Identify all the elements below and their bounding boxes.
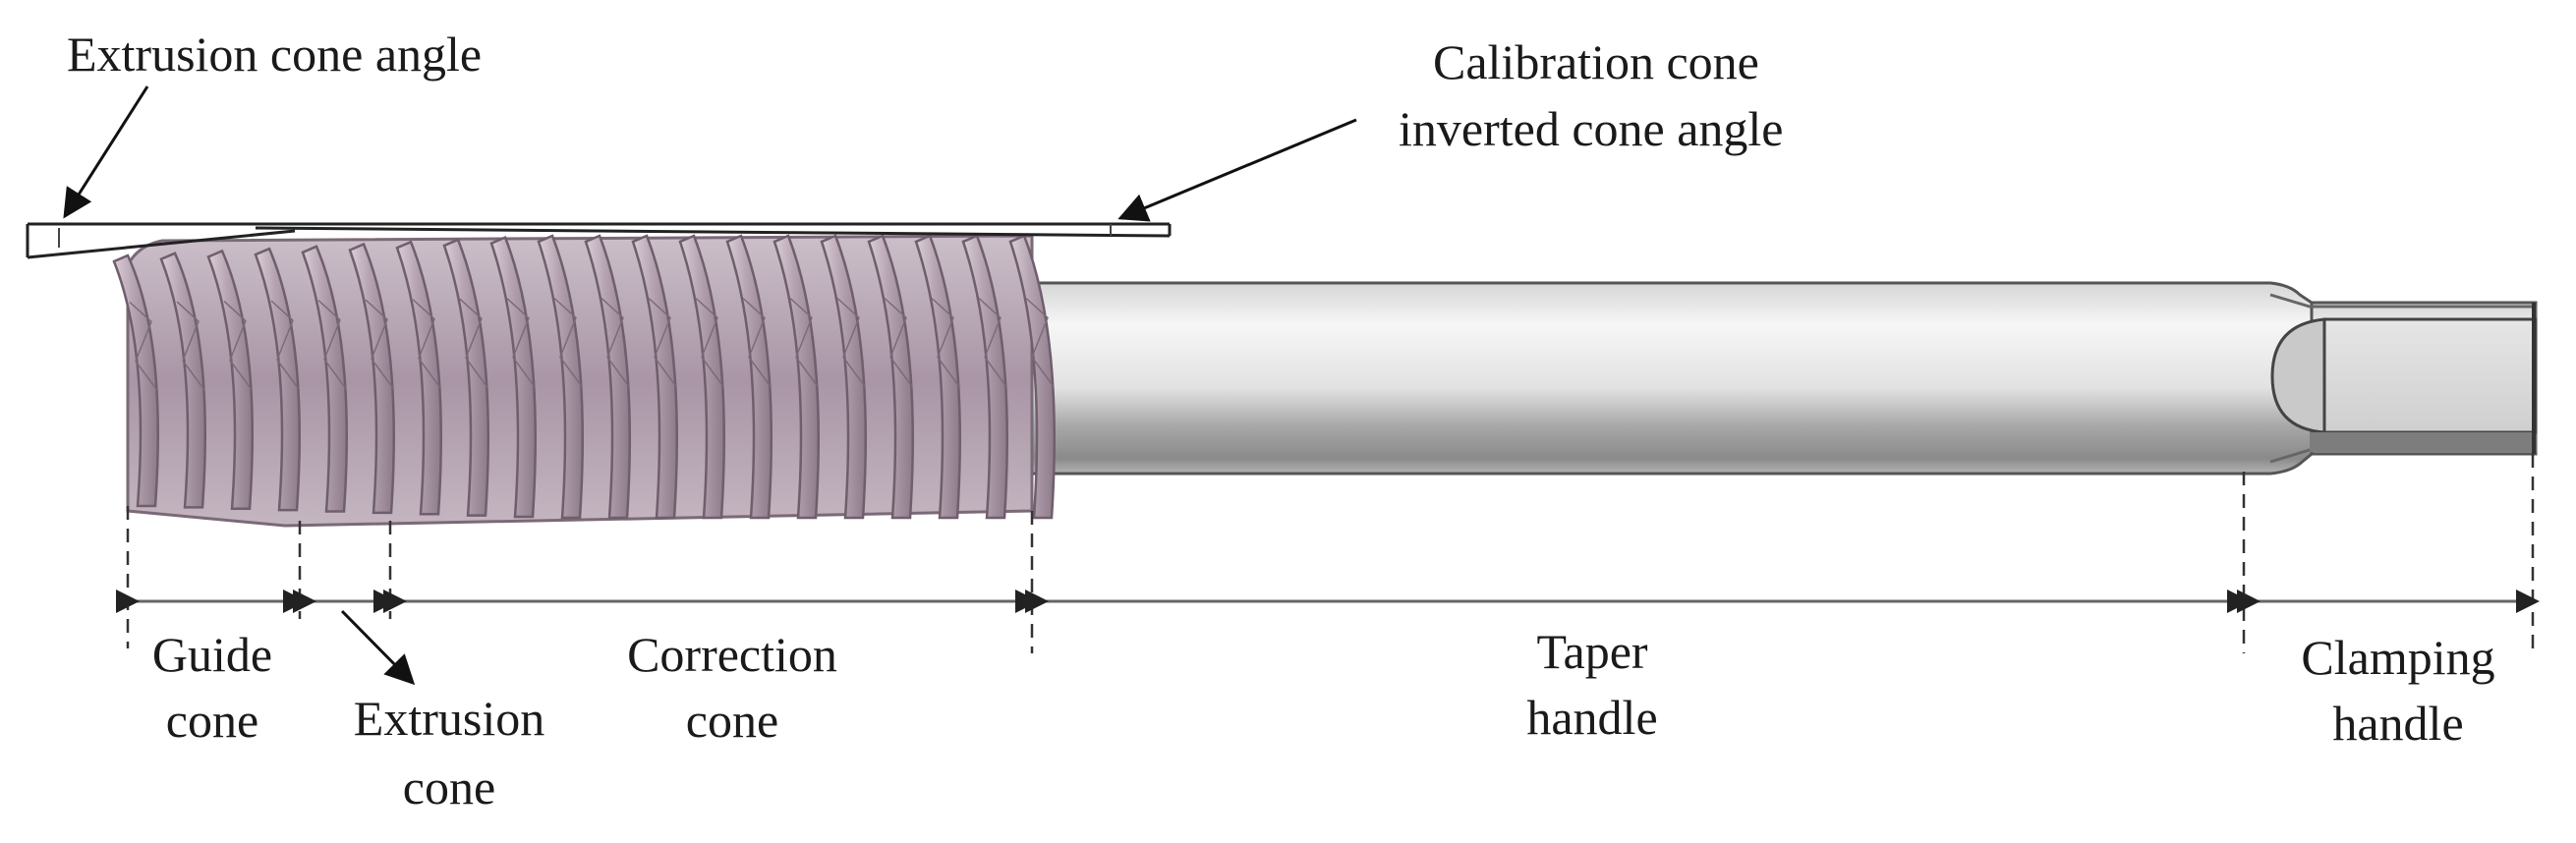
- thread-facet: [317, 300, 347, 390]
- thread-crest: [914, 234, 962, 520]
- thread-facet: [270, 300, 300, 390]
- thread-facet: [742, 297, 772, 387]
- extrusion-cone-arrow: [340, 609, 416, 686]
- thread-facet: [1025, 297, 1055, 387]
- clamping-handle-body: [2269, 293, 2538, 464]
- thread-crest: [631, 234, 679, 520]
- thread-crest: [1008, 234, 1057, 520]
- extrusion-cone-label-line2: cone: [403, 759, 495, 815]
- thread-facet: [836, 297, 866, 387]
- thread-crests: [112, 234, 1057, 520]
- extrusion-angle-arrow: [63, 85, 149, 219]
- thread-facet: [931, 297, 960, 387]
- clamping-handle-label-line1: Clamping: [2301, 630, 2494, 685]
- thread-crest: [725, 234, 773, 520]
- threaded-section: [112, 234, 1057, 528]
- thread-facet: [553, 297, 583, 387]
- thread-crest: [584, 234, 632, 520]
- thread-crest: [537, 234, 585, 520]
- thread-facet: [648, 297, 677, 387]
- calibration-cone-label-line1: Calibration cone: [1433, 34, 1759, 89]
- calibration-angle-arrow: [1117, 118, 1357, 222]
- cone-angle-lines: [26, 222, 1172, 259]
- extrusion-cone-label-line1: Extrusion: [354, 691, 544, 746]
- thread-crest: [206, 249, 255, 511]
- thread-crest: [395, 240, 443, 516]
- taper-handle-label-line2: handle: [1526, 690, 1657, 745]
- thread-facet: [365, 299, 394, 389]
- thread-crest: [489, 235, 538, 519]
- thread-facet: [223, 301, 253, 391]
- taper-handle-shank: [1025, 281, 2314, 476]
- thread-facet: [506, 298, 536, 388]
- thread-crest: [773, 234, 821, 520]
- guide-cone-label-line2: cone: [166, 693, 258, 748]
- extrusion-cone-angle-label: Extrusion cone angle: [67, 27, 482, 82]
- correction-cone-label-line1: Correction: [627, 627, 837, 682]
- thread-crest: [820, 234, 868, 520]
- thread-facet: [412, 299, 441, 389]
- callout-arrows: [63, 85, 1357, 686]
- clamping-handle-label-line2: handle: [2332, 696, 2463, 751]
- section-labels: Guide cone Extrusion cone Correction con…: [152, 624, 2495, 815]
- thread-facet: [601, 297, 630, 387]
- thread-crest: [678, 234, 726, 520]
- thread-crest: [867, 234, 915, 520]
- thread-crest: [442, 238, 490, 517]
- thread-facet: [789, 297, 819, 387]
- thread-facet: [978, 297, 1007, 387]
- thread-facet: [129, 301, 158, 391]
- thread-facet: [884, 297, 913, 387]
- thread-facet: [176, 301, 205, 391]
- thread-crest: [961, 234, 1009, 520]
- correction-cone-label-line2: cone: [686, 693, 778, 748]
- extension-lines: [126, 454, 2535, 653]
- calibration-cone-label-line2: inverted cone angle: [1399, 101, 1783, 156]
- guide-cone-label-line1: Guide: [152, 627, 272, 682]
- taper-handle-label-line1: Taper: [1536, 624, 1647, 679]
- thread-facet: [695, 297, 724, 387]
- thread-facet: [459, 298, 488, 388]
